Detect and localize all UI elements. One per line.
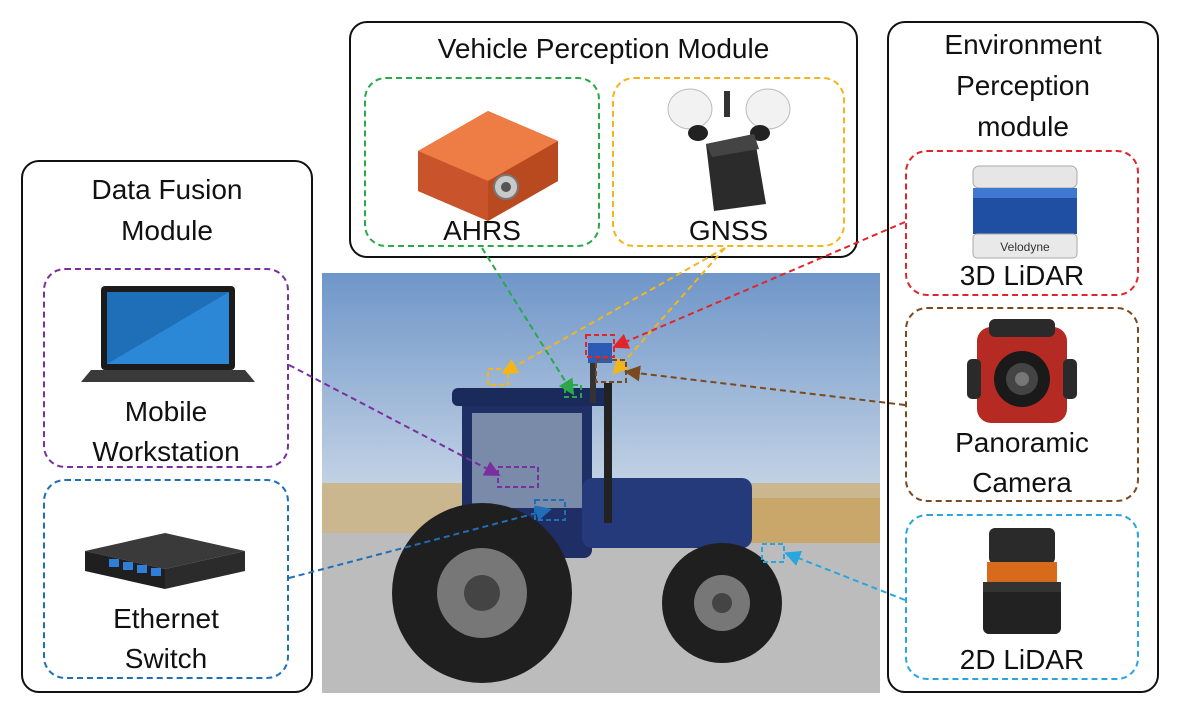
switch-label-line1: Ethernet [113,603,219,634]
panoramic-label-line1: Panoramic [955,427,1089,458]
panoramic-camera-icon [967,319,1077,423]
ahrs-device-icon [418,111,558,221]
gnss-label: GNSS [688,215,769,246]
gnss-device-icon [667,88,791,211]
ahrs-label: AHRS [443,215,521,246]
environment-title-line1: Environment [944,29,1102,60]
environment-title-line2: Perception [956,70,1090,101]
tractor-photo [322,273,880,693]
environment-title-line3: module [977,111,1069,142]
panoramic-camera-box: Panoramic Camera [905,307,1139,502]
tractor-scene [322,273,880,693]
workstation-label-line1: Mobile [124,396,208,427]
ethernet-switch-icon [85,533,245,589]
lidar3d-label: 3D LiDAR [959,260,1085,291]
lidar3d-box: Velodyne 3D LiDAR [905,150,1139,296]
switch-box: Ethernet Switch [43,479,289,679]
ahrs-box: AHRS [364,77,600,247]
laptop-icon [81,286,255,382]
fusion-title-line1: Data Fusion [91,174,243,205]
workstation-box: Mobile Workstation [43,268,289,468]
gnss-box: GNSS [612,77,845,247]
lidar3d-device-icon: Velodyne [972,165,1078,259]
vehicle-perception-module: Vehicle Perception Module [349,21,858,258]
lidar2d-device-icon [983,528,1061,634]
vehicle-module-title: Vehicle Perception Module [437,33,770,64]
data-fusion-module: Data Fusion Module [21,160,313,693]
lidar2d-box: 2D LiDAR [905,514,1139,680]
lidar2d-label: 2D LiDAR [959,644,1085,675]
switch-label-line2: Switch [124,643,208,674]
fusion-title-line2: Module [121,215,213,246]
workstation-label-line2: Workstation [92,436,240,467]
lidar3d-brand-text: Velodyne [1000,240,1050,254]
panoramic-label-line2: Camera [972,467,1072,498]
